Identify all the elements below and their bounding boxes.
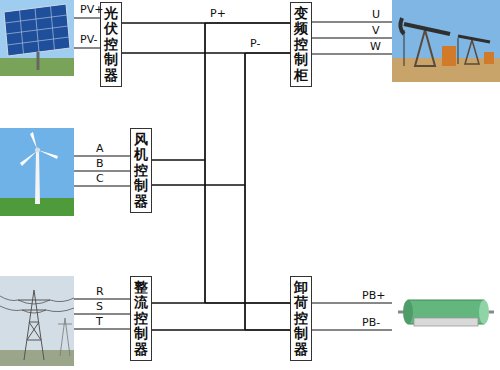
panel	[4, 4, 70, 56]
backdrop	[392, 280, 498, 352]
signal-name: PV+	[80, 4, 103, 16]
controller-name: 卸荷控制器	[294, 280, 308, 357]
hub	[35, 148, 40, 153]
resistor-picture	[392, 280, 498, 352]
dc-bus-connector	[152, 160, 290, 330]
panel-stand	[37, 52, 40, 70]
controller-name: 整流控制器	[134, 280, 148, 357]
controller-box: 整流控制器	[130, 276, 152, 361]
pylon	[18, 290, 50, 360]
resistor-end	[479, 300, 489, 324]
pumpjack	[400, 18, 456, 66]
signal-name: S	[96, 301, 103, 313]
panel-grid	[5, 6, 69, 54]
dc-bus-connector	[152, 303, 290, 330]
sky	[0, 128, 74, 216]
mount-bracket	[414, 318, 478, 326]
signal-name: A	[96, 143, 104, 155]
solar-panel-picture	[0, 0, 74, 76]
signal-name: P-	[250, 38, 260, 50]
controller-name: 光伏控制器	[104, 6, 118, 83]
signal-name: U	[372, 9, 380, 21]
controller-box: 风机控制器	[130, 128, 152, 213]
blade	[30, 132, 37, 149]
dc-bus-connector	[122, 23, 290, 53]
ground	[0, 350, 74, 366]
controller-name: 风机控制器	[134, 132, 148, 209]
sky	[0, 276, 74, 366]
dc-bus-connector	[152, 23, 290, 330]
controller-box: 变频控制柜	[290, 2, 312, 87]
blade	[38, 150, 58, 159]
controller-box: 卸荷控制器	[290, 276, 312, 361]
signal-name: C	[96, 173, 104, 185]
tower	[35, 150, 40, 204]
signal-name: PB+	[362, 290, 385, 302]
pumpjack-picture	[392, 0, 500, 82]
signal-name: PV-	[80, 34, 97, 46]
controller-name: 变频控制柜	[294, 6, 308, 83]
sky	[392, 0, 500, 82]
wind-turbine-picture	[0, 128, 74, 216]
blade	[20, 151, 37, 166]
signal-name: R	[96, 286, 104, 298]
pylon-distant	[58, 318, 72, 356]
signal-name: B	[96, 158, 104, 170]
sky	[0, 0, 74, 76]
signal-name: P+	[210, 8, 226, 20]
pumpjack	[458, 36, 494, 64]
power-lines	[0, 296, 74, 313]
resistor-end	[403, 300, 413, 324]
dc-bus-connector	[152, 23, 290, 185]
signal-name: W	[370, 41, 381, 53]
power-grid-picture	[0, 276, 74, 366]
signal-name: T	[96, 316, 103, 328]
signal-name: V	[372, 25, 380, 37]
signal-name: PB-	[362, 317, 380, 329]
